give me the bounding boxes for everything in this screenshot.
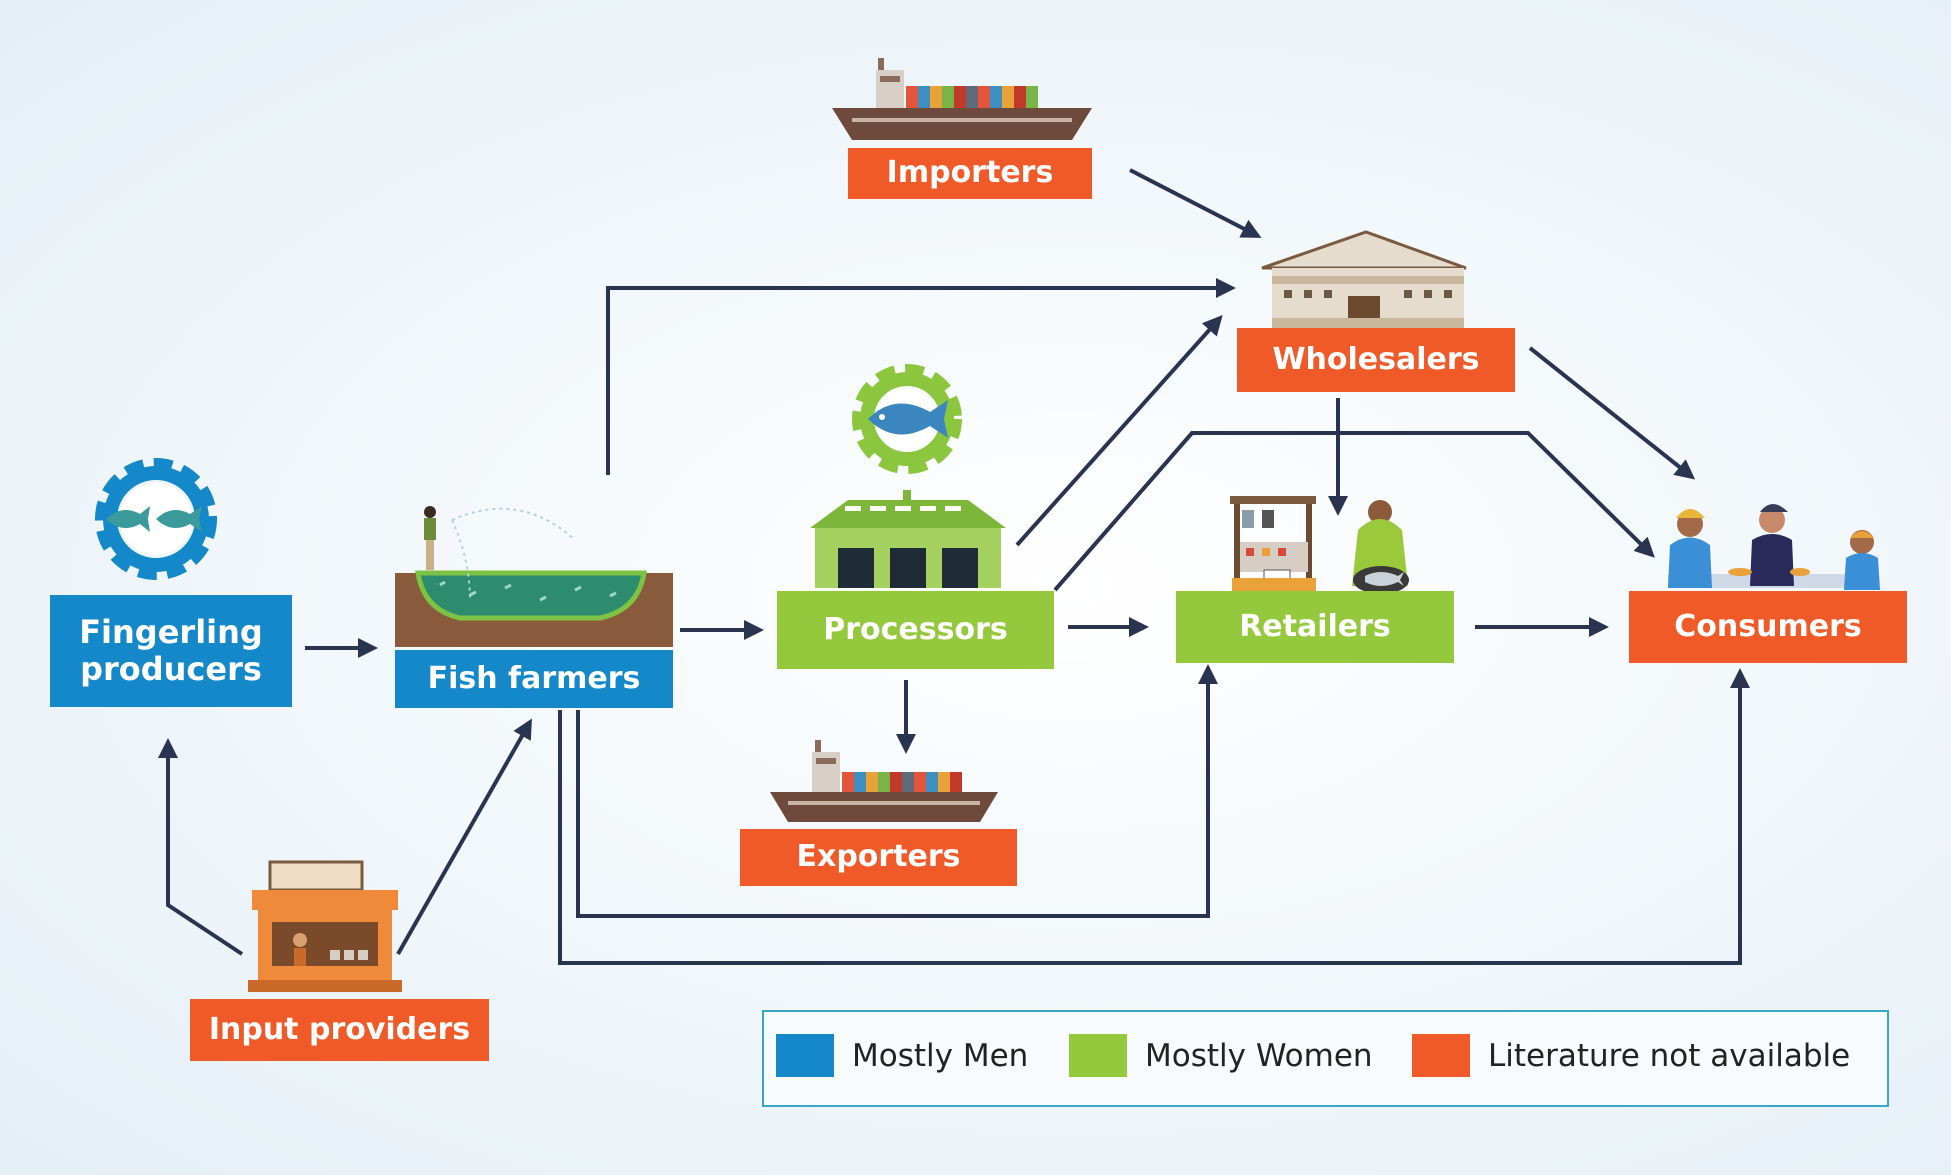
- legend-label-men: Mostly Men: [852, 1037, 1029, 1074]
- retailers-box: Retailers: [1176, 591, 1454, 663]
- retailers-market-icon: [1230, 496, 1409, 594]
- input-providers-box: Input providers: [190, 999, 489, 1061]
- fingerling-producers-box: Fingerling producers: [50, 595, 292, 707]
- legend-item-na: Literature not available: [1412, 1034, 1850, 1077]
- arrow-inputproviders-to-fingerling: [158, 738, 244, 956]
- arrow-fishfarmers-to-retailers: [576, 664, 1218, 918]
- legend-swatch-na: [1412, 1034, 1470, 1077]
- legend-item-men: Mostly Men: [776, 1034, 1028, 1077]
- input-providers-kiosk-icon: [248, 860, 402, 992]
- exporters-box: Exporters: [740, 829, 1017, 886]
- legend-swatch-women: [1069, 1034, 1127, 1077]
- wholesalers-box: Wholesalers: [1237, 328, 1515, 392]
- arrow-processors-to-consumers: [1053, 431, 1655, 592]
- fish-pond-icon: [395, 506, 673, 647]
- arrows: [158, 168, 1750, 965]
- legend-swatch-men: [776, 1034, 834, 1077]
- legend-label-women: Mostly Women: [1145, 1037, 1373, 1074]
- fish-farmers-box: Fish farmers: [395, 650, 673, 708]
- arrow-inputproviders-to-fishfarmers: [396, 718, 532, 955]
- processors-building-icon: [810, 490, 1006, 588]
- fingerling-gear-fish-icon: [95, 458, 217, 580]
- consumers-people-icon: [1668, 504, 1880, 590]
- exporters-ship-icon: [770, 740, 998, 822]
- processors-gear-fish-icon: [852, 364, 962, 474]
- legend: Mostly Men Mostly Women Literature not a…: [762, 1010, 1889, 1107]
- arrow-wholesalers-to-consumers: [1528, 346, 1696, 480]
- legend-label-na: Literature not available: [1488, 1037, 1851, 1074]
- arrow-importers-to-wholesalers: [1129, 168, 1262, 238]
- arrow-processors-to-wholesalers: [1015, 315, 1223, 547]
- consumers-box: Consumers: [1629, 591, 1907, 663]
- legend-item-women: Mostly Women: [1069, 1034, 1373, 1077]
- wholesalers-warehouse-icon: [1261, 230, 1467, 330]
- processors-box: Processors: [777, 591, 1054, 669]
- importers-ship-icon: [832, 58, 1092, 140]
- importers-box: Importers: [848, 148, 1092, 199]
- arrow-fishfarmers-to-consumers: [558, 668, 1750, 965]
- arrow-fishfarmers-to-wholesalers: [606, 278, 1236, 475]
